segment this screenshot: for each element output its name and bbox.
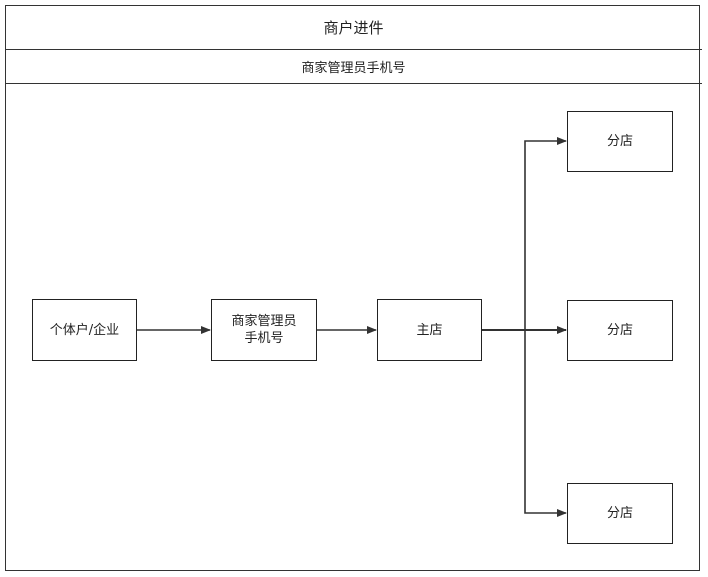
node-branch-store: 分店 (567, 111, 673, 172)
node-branch-store: 分店 (567, 483, 673, 544)
node-main-store-label: 主店 (416, 322, 443, 338)
node-main-store: 主店 (377, 299, 482, 361)
node-admin-phone-label-line-1: 商家管理员 (231, 314, 297, 329)
node-admin-phone-label-line-2: 手机号 (244, 331, 284, 346)
diagram-title: 商户进件 (5, 5, 702, 50)
diagram-subtitle: 商家管理员手机号 (5, 50, 702, 84)
node-admin-phone: 商家管理员 手机号 (211, 299, 317, 361)
node-entity: 个体户/企业 (32, 299, 137, 361)
diagram-frame (5, 5, 700, 571)
node-branch-store: 分店 (567, 300, 673, 361)
node-branch-store-label: 分店 (606, 134, 633, 149)
node-branch-store-label: 分店 (606, 323, 633, 338)
diagram-subtitle-text: 商家管理员手机号 (301, 61, 406, 76)
node-entity-label: 个体户/企业 (49, 322, 120, 338)
diagram-title-text: 商户进件 (323, 18, 384, 37)
node-branch-store-label: 分店 (606, 506, 633, 521)
